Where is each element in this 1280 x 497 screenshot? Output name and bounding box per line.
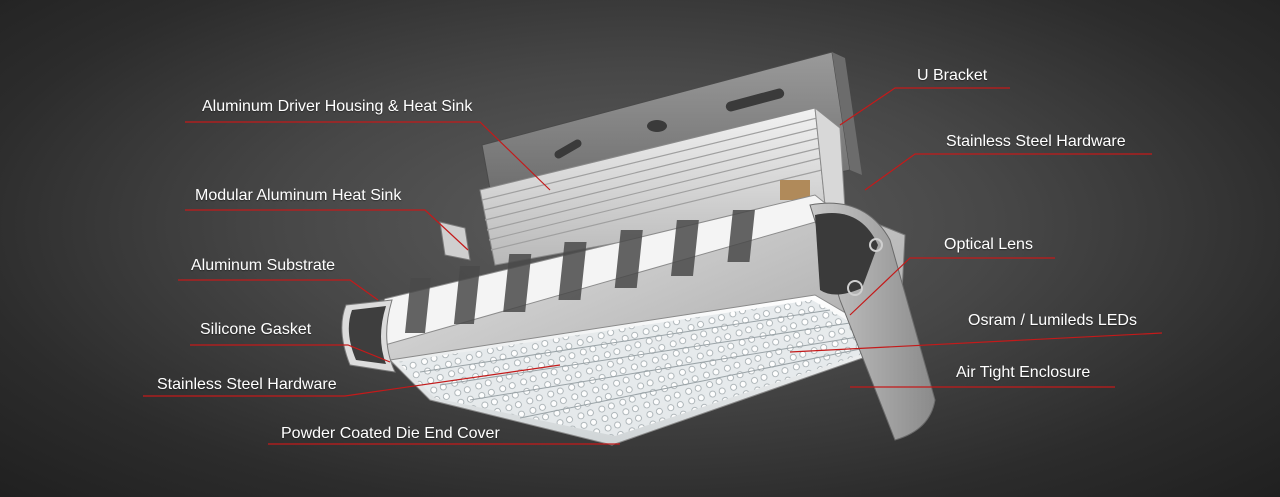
label-air-tight-enclosure: Air Tight Enclosure — [956, 364, 1091, 381]
leader-lines — [143, 87, 1163, 445]
label-modular-heat-sink: Modular Aluminum Heat Sink — [195, 187, 402, 204]
label-aluminum-substrate: Aluminum Substrate — [191, 257, 336, 274]
label-silicone-gasket: Silicone Gasket — [200, 321, 312, 338]
label-powder-coated-end-cover: Powder Coated Die End Cover — [281, 425, 500, 442]
right-end-cap-shape — [809, 202, 936, 441]
label-u-bracket: U Bracket — [917, 67, 988, 84]
driver-housing-shape — [479, 106, 846, 266]
label-stainless-hardware-right: Stainless Steel Hardware — [946, 133, 1126, 150]
label-stainless-hardware-left: Stainless Steel Hardware — [157, 376, 337, 393]
label-optical-lens: Optical Lens — [944, 236, 1033, 253]
label-aluminum-driver-housing: Aluminum Driver Housing & Heat Sink — [202, 98, 473, 115]
label-osram-leds: Osram / Lumileds LEDs — [968, 312, 1137, 329]
